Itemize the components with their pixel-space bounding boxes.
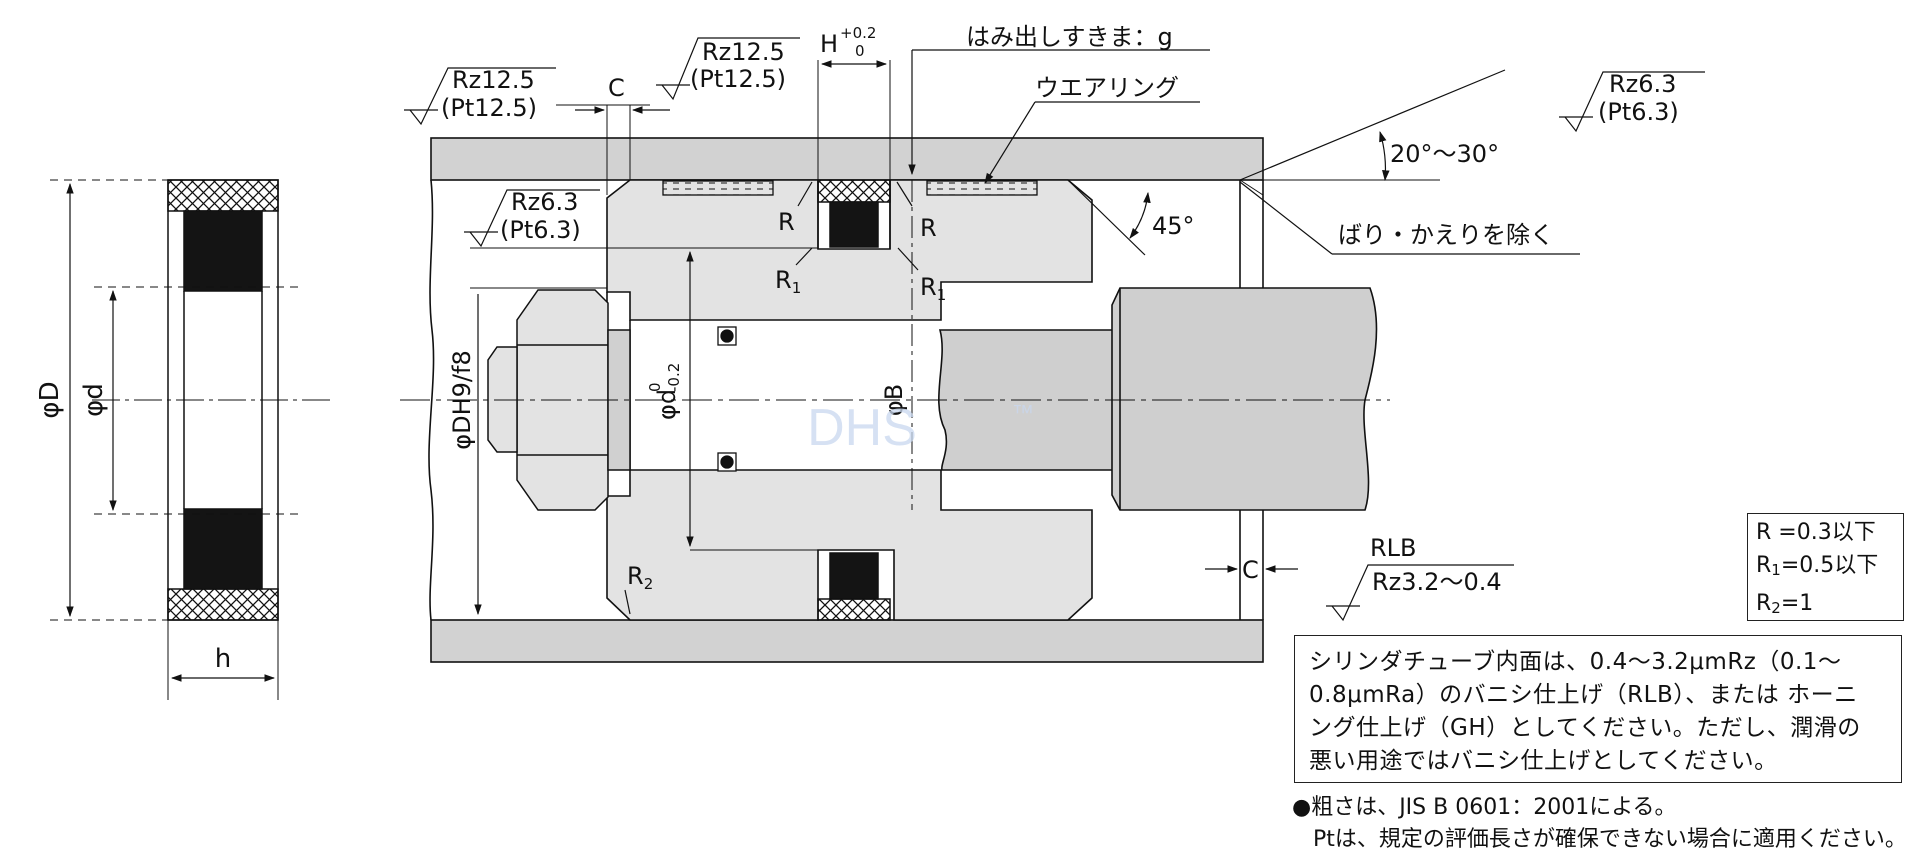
piston-seal (817, 179, 891, 621)
footnotes: ●粗さは、JIS B 0601：2001による。 Ptは、規定の評価長さが確保で… (1292, 792, 1907, 856)
dim-B-label: φB (880, 384, 908, 416)
rz12-5-groove-label: Rz12.5 (702, 38, 785, 66)
radius-R-right: R (920, 214, 937, 242)
wear-ring-right (926, 180, 1038, 196)
dim-C-bottom-label: C (1242, 556, 1259, 584)
seal-black-top (829, 201, 879, 248)
rz6-3-chamfer-label: Rz6.3 (1609, 70, 1676, 98)
dim-H-tol-upper: +0.2 (840, 24, 876, 42)
angle-20-30-label: 20°〜30° (1390, 140, 1499, 168)
footnote-roughness-standard: ●粗さは、JIS B 0601：2001による。 (1292, 795, 1677, 820)
watermark-tm: ™ (1012, 400, 1034, 425)
tube-wall-top (430, 137, 1264, 181)
seal-wear-top (817, 179, 891, 203)
rz12-5-bore-label: Rz12.5 (452, 66, 535, 94)
rz6-3-groove-label: Rz6.3 (511, 188, 578, 216)
piston-rod (938, 287, 1378, 511)
spec-R: R =0.3以下 (1756, 520, 1876, 545)
rlb-roughness-label: Rz3.2〜0.4 (1372, 568, 1502, 596)
seal-cross-section (50, 179, 330, 700)
spec-R1: R1=0.5以下 (1756, 553, 1879, 579)
radius-spec-box: R =0.3以下 R1=0.5以下 R2=1 (1747, 513, 1904, 621)
seal-element-bottom (183, 508, 263, 590)
pt12-5-groove-label: (Pt12.5) (690, 65, 786, 93)
dim-DH9f8-label: φDH9/f8 (448, 350, 476, 449)
seal-wear-ring-bottom (167, 588, 279, 621)
dim-H-tol-lower: 0 (855, 42, 865, 60)
radius-R2-label: R2 (627, 562, 653, 593)
o-rings (717, 326, 737, 472)
note-line: 悪い用途ではバニシ仕上げとしてください。 (1309, 748, 1778, 774)
wear-ring-left (662, 180, 774, 196)
seal-wear-bottom (817, 598, 891, 621)
radius-R1-right: R1 (920, 273, 946, 304)
pt6-3-groove-label: (Pt6.3) (500, 216, 581, 244)
deburr-label: ばり・かえりを除く (1338, 221, 1554, 249)
note-line: ング仕上げ（GH）としてください。ただし、潤滑の (1309, 715, 1861, 741)
note-line: シリンダチューブ内面は、0.4〜3.2μmRz（0.1〜 (1309, 649, 1842, 675)
radius-R-left: R (778, 208, 795, 236)
dim-D-label: φD (35, 381, 65, 418)
piston (606, 179, 1093, 621)
tube-wall-bottom (430, 619, 1264, 663)
extrusion-gap-label: はみ出しすきま：g (966, 23, 1173, 51)
dim-H-label: H (820, 30, 838, 58)
footnote-pt-usage: Ptは、規定の評価長さが確保できない場合に適用ください。 (1313, 827, 1907, 852)
seal-element-top (183, 210, 263, 292)
tube-finish-note: シリンダチューブ内面は、0.4〜3.2μmRz（0.1〜 0.8μmRa）のバニ… (1294, 635, 1902, 783)
roughness-symbols (404, 37, 1705, 622)
dim-d-tol-upper: 0 (646, 382, 664, 392)
seal-wear-ring-top (167, 179, 279, 212)
watermark: DHS (807, 399, 917, 457)
dim-d-tol-lower: -0.2 (665, 363, 683, 392)
dim-d-groove-label: φd (653, 389, 681, 420)
angle-45-label: 45° (1152, 212, 1195, 240)
pt6-3-chamfer-label: (Pt6.3) (1598, 98, 1679, 126)
pt12-5-bore-label: (Pt12.5) (441, 94, 537, 122)
wear-rings (662, 180, 1038, 196)
dim-d-label: φd (79, 383, 109, 417)
dim-h-label: h (215, 644, 231, 674)
dim-C-top-label: C (608, 74, 625, 102)
rlb-label: RLB (1370, 534, 1417, 562)
radius-R1-left: R1 (775, 266, 801, 297)
wear-ring-label: ウエアリング (1035, 74, 1179, 102)
spec-R2: R2=1 (1756, 591, 1814, 617)
note-line: 0.8μmRa）のバニシ仕上げ（RLB）、または ホーニ (1309, 682, 1858, 708)
seal-black-bottom (829, 552, 879, 600)
